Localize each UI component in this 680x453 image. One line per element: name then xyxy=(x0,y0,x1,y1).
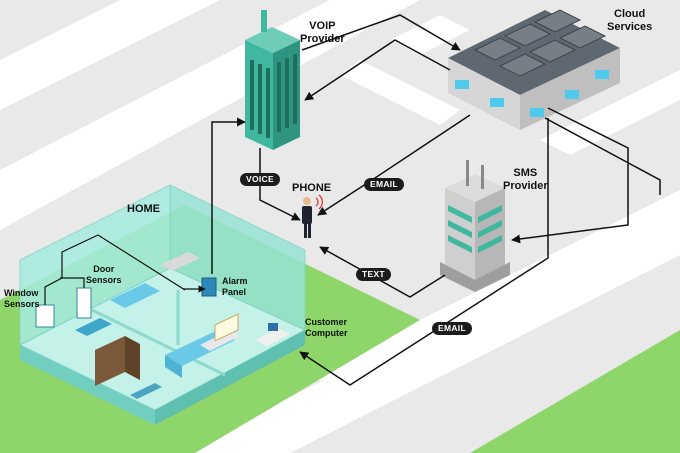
sms-building xyxy=(440,160,510,292)
door-sensors-label: Door Sensors xyxy=(86,264,122,285)
window-sensors-label: Window Sensors xyxy=(4,288,40,309)
customer-computer-label: Customer Computer xyxy=(305,317,348,338)
flow-arrows xyxy=(211,14,661,386)
voip-provider-label: VOIP Provider xyxy=(300,20,345,45)
text-tag: TEXT xyxy=(356,268,391,281)
email-tag-bottom: EMAIL xyxy=(432,322,472,335)
voip-building xyxy=(245,10,300,150)
phone-label: PHONE xyxy=(292,182,332,194)
home-house xyxy=(18,184,307,425)
cloud-datacenter xyxy=(448,9,620,130)
email-tag-top: EMAIL xyxy=(364,178,404,191)
voice-tag: VOICE xyxy=(240,173,280,186)
grass-corner xyxy=(470,330,680,453)
cloud-services-label: Cloud Services xyxy=(607,8,653,33)
sensor-callout-lines xyxy=(44,234,206,305)
home-label: HOME xyxy=(127,203,160,215)
sms-provider-label: SMS Provider xyxy=(503,167,548,192)
alarm-panel-label: Alarm Panel xyxy=(222,276,248,297)
phone-person xyxy=(302,194,323,238)
